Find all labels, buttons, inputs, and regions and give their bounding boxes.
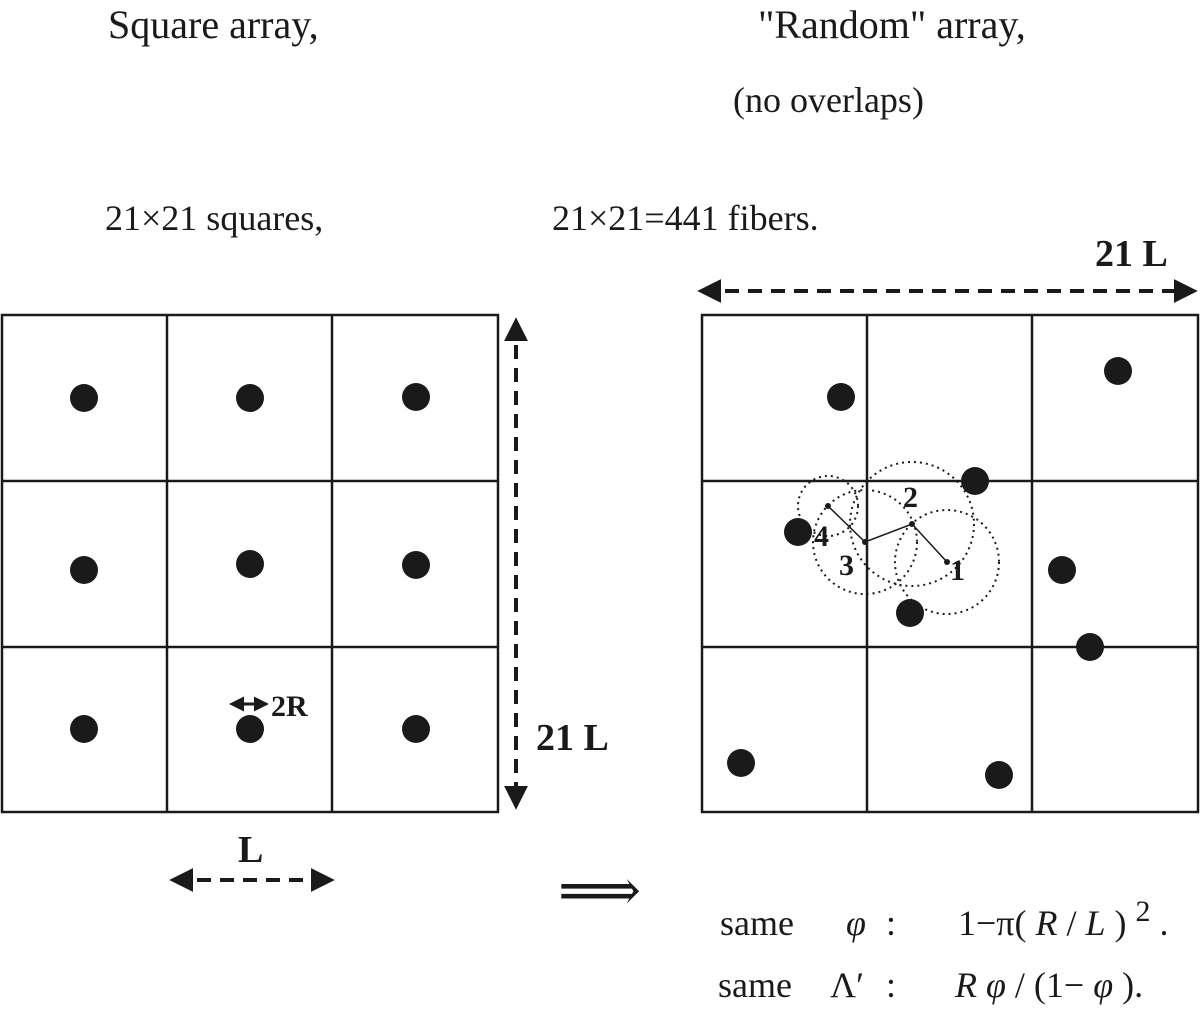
fiber-dot bbox=[236, 384, 264, 412]
formula-1-exponent: 2 bbox=[1136, 895, 1151, 928]
fiber-dot bbox=[70, 715, 98, 743]
fiber-dot bbox=[784, 518, 812, 546]
fiber-dot bbox=[727, 749, 755, 777]
fiber-dot bbox=[961, 467, 989, 495]
walk-point-1 bbox=[944, 559, 950, 565]
fiber-dot bbox=[236, 550, 264, 578]
left-title: Square array, bbox=[108, 2, 319, 47]
fiber-dot bbox=[236, 715, 264, 743]
placement-walk-path bbox=[827, 505, 948, 563]
formula-2-symbol: Λ′ bbox=[830, 965, 864, 1005]
formula-2-expr-phi2: φ bbox=[1093, 965, 1113, 1005]
walk-label-4: 4 bbox=[814, 520, 829, 553]
square-array-grid bbox=[0, 313, 500, 814]
diameter-label: 2R bbox=[271, 690, 308, 723]
formula-1-expr-l: L bbox=[1084, 903, 1105, 943]
left-side-length-label: 21 L bbox=[536, 717, 609, 759]
fiber-dot bbox=[827, 383, 855, 411]
right-title: "Random" array, bbox=[758, 2, 1026, 47]
formula-2-prefix: same bbox=[718, 965, 792, 1005]
formula-1-symbol: φ bbox=[846, 903, 866, 943]
fiber-dot bbox=[402, 383, 430, 411]
exclusion-circle-3 bbox=[812, 489, 918, 595]
walk-label-2: 2 bbox=[903, 481, 918, 514]
formula-line-1: same φ : 1−π( R / L ) 2 . bbox=[720, 889, 1169, 943]
formula-2-expr-mid: / (1− bbox=[1015, 965, 1084, 1005]
cell-width-label: L bbox=[238, 829, 263, 871]
formula-2-expr-end: ). bbox=[1122, 965, 1143, 1005]
fiber-dot bbox=[402, 551, 430, 579]
random-grid-border bbox=[700, 313, 1200, 814]
fiber-dot bbox=[402, 715, 430, 743]
right-side-length-label: 21 L bbox=[1095, 233, 1168, 275]
square-grid-border bbox=[0, 313, 500, 814]
placement-exclusion-circles bbox=[797, 461, 1000, 615]
exclusion-circle-1 bbox=[894, 509, 1000, 615]
exclusion-circle-4 bbox=[797, 475, 859, 537]
formula-1-prefix: same bbox=[720, 903, 794, 943]
formula-1-expr-a: 1−π( bbox=[958, 903, 1026, 943]
fiber-dot bbox=[896, 599, 924, 627]
walk-point-2 bbox=[909, 521, 915, 527]
formula-2-colon: : bbox=[886, 965, 896, 1005]
formula-1-expr-r: R bbox=[1034, 903, 1057, 943]
implies-arrow: ⟹ bbox=[558, 858, 641, 923]
formula-1-end: . bbox=[1160, 903, 1169, 943]
formula-2-expr-r: R bbox=[954, 965, 977, 1005]
left-count-label: 21×21 squares, bbox=[105, 198, 323, 238]
formula-2-expr-phi: φ bbox=[986, 965, 1006, 1005]
fiber-dot bbox=[985, 761, 1013, 789]
fiber-dot bbox=[70, 384, 98, 412]
formula-1-colon: : bbox=[886, 903, 896, 943]
formula-1-expr-slash: / bbox=[1066, 903, 1085, 943]
exclusion-circle-2 bbox=[849, 461, 975, 587]
walk-label-1: 1 bbox=[950, 554, 965, 587]
fiber-dot bbox=[1104, 357, 1132, 385]
walk-label-3: 3 bbox=[839, 549, 854, 582]
walk-point-3 bbox=[862, 539, 868, 545]
fiber-dot bbox=[1076, 633, 1104, 661]
random-array-fibers bbox=[727, 357, 1132, 789]
fiber-dot bbox=[1048, 556, 1076, 584]
formula-line-2: same Λ′ : R φ / (1− φ ). bbox=[718, 965, 1143, 1005]
square-array-fibers bbox=[70, 383, 430, 743]
walk-point-4 bbox=[825, 503, 831, 509]
formula-1-expr-b: ) bbox=[1115, 903, 1127, 943]
right-count-label: 21×21=441 fibers. bbox=[552, 198, 819, 238]
right-subtitle: (no overlaps) bbox=[733, 80, 924, 120]
fiber-dot bbox=[70, 556, 98, 584]
random-array-grid bbox=[700, 313, 1200, 814]
